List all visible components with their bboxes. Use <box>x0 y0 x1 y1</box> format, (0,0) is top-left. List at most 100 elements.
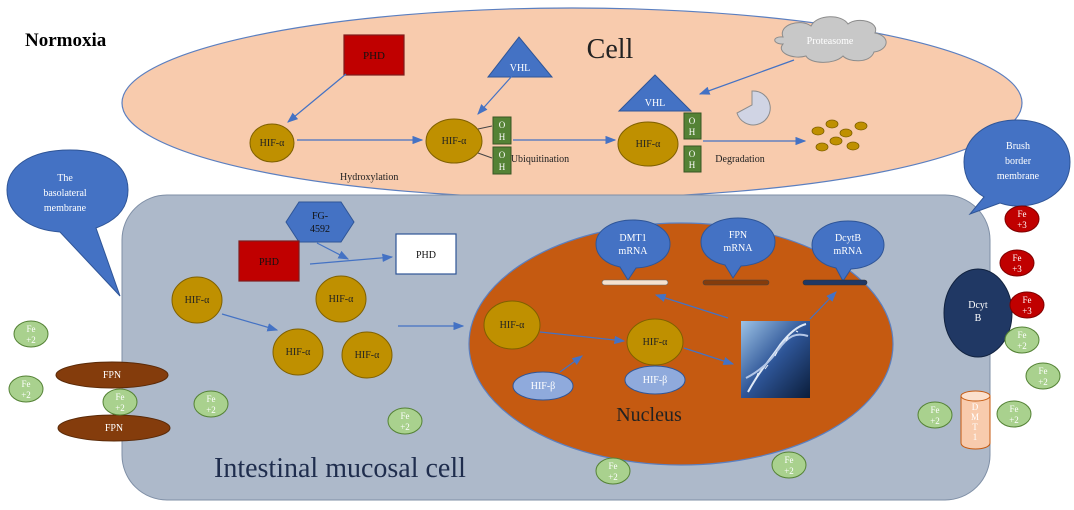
svg-text:+2: +2 <box>1009 415 1019 425</box>
dna-image <box>741 321 810 398</box>
fe2-ion: Fe +2 <box>193 390 229 418</box>
vhl-hif-complex: VHL <box>617 74 693 112</box>
svg-text:HIF-α: HIF-α <box>643 337 668 348</box>
svg-text:H: H <box>689 160 696 170</box>
svg-text:O: O <box>689 149 696 159</box>
fe2-ion: Fe +2 <box>13 320 49 348</box>
svg-text:HIF-α: HIF-α <box>500 320 525 331</box>
svg-text:+2: +2 <box>930 416 940 426</box>
fe3-ion-1: Fe +3 <box>1004 205 1040 233</box>
svg-text:+2: +2 <box>608 472 618 482</box>
svg-text:FPN: FPN <box>105 423 123 434</box>
dcyt-b-transporter: Dcyt B <box>943 268 1013 358</box>
svg-text:Fe: Fe <box>1023 295 1032 305</box>
svg-text:4592: 4592 <box>310 224 330 235</box>
svg-text:Brush: Brush <box>1006 141 1030 152</box>
hif-alpha-nucleus-1: HIF-α <box>483 300 541 350</box>
svg-text:Fe: Fe <box>401 411 410 421</box>
callout-brush-border-membrane: Brush border membrane <box>963 119 1071 216</box>
svg-text:Fe: Fe <box>1018 209 1027 219</box>
svg-text:T: T <box>972 422 978 432</box>
svg-text:H: H <box>689 127 696 137</box>
hif-alpha-label: HIF-α <box>636 139 661 150</box>
svg-text:mRNA: mRNA <box>724 243 754 254</box>
hif-alpha-cyto-1: HIF-α <box>171 276 223 324</box>
svg-text:PHD: PHD <box>416 250 436 261</box>
oh-group-3: O H <box>683 112 702 140</box>
proteasome-cloud: Proteasome <box>774 16 887 63</box>
top-cell-label: Cell <box>587 34 634 65</box>
step-ubiquitination: Ubiquitination <box>511 154 569 165</box>
svg-text:DcytB: DcytB <box>835 233 861 244</box>
svg-text:+3: +3 <box>1012 264 1022 274</box>
complex-vhl-label: VHL <box>645 98 666 109</box>
svg-text:HIF-β: HIF-β <box>643 375 668 386</box>
hif-alpha-cyto-2: HIF-α <box>315 275 367 323</box>
degraded-fragment-shape <box>736 90 771 126</box>
svg-text:+2: +2 <box>21 390 31 400</box>
svg-text:HIF-α: HIF-α <box>286 347 311 358</box>
svg-text:H: H <box>499 162 506 172</box>
step-degradation: Degradation <box>715 154 764 165</box>
svg-text:H: H <box>499 132 506 142</box>
svg-text:HIF-β: HIF-β <box>531 381 556 392</box>
fpn-transporter-1: FPN <box>55 361 169 389</box>
fe2-ion: Fe +2 <box>102 388 138 416</box>
top-arrows <box>287 59 807 146</box>
svg-text:HIF-α: HIF-α <box>355 350 380 361</box>
svg-text:mRNA: mRNA <box>834 246 864 257</box>
fe2-ion: Fe +2 <box>917 401 953 429</box>
hif-alpha-label: HIF-α <box>442 136 467 147</box>
svg-text:Fe: Fe <box>1018 330 1027 340</box>
svg-text:PHD: PHD <box>259 257 279 268</box>
svg-text:border: border <box>1005 156 1032 167</box>
top-vhl-label: VHL <box>510 63 531 74</box>
fpn-mrna-strand <box>702 279 770 286</box>
fe2-ion: Fe +2 <box>595 457 631 485</box>
fg-4592-hexagon: FG- 4592 <box>285 201 355 243</box>
fe2-ion: Fe +2 <box>1025 362 1061 390</box>
phd-box: PHD <box>395 233 457 275</box>
fe2-ion: Fe +2 <box>387 407 423 435</box>
hif-alpha-nucleus-2: HIF-α <box>626 318 684 366</box>
top-phd-box: PHD <box>343 34 405 76</box>
svg-text:FPN: FPN <box>103 370 121 381</box>
mucosal-arrows <box>221 242 837 373</box>
svg-text:Fe: Fe <box>207 394 216 404</box>
phd-inactive-box: PHD <box>238 240 300 282</box>
hif-beta-nucleus-1: HIF-β <box>512 371 574 401</box>
oh-group-1: O H <box>477 116 512 145</box>
svg-text:Fe: Fe <box>785 455 794 465</box>
svg-text:mRNA: mRNA <box>619 246 649 257</box>
hif-alpha-top-2: HIF-α <box>425 118 483 164</box>
svg-text:Fe: Fe <box>609 461 618 471</box>
svg-text:Fe: Fe <box>1013 253 1022 263</box>
fe2-ion: Fe +2 <box>8 375 44 403</box>
svg-text:+3: +3 <box>1017 220 1027 230</box>
svg-text:M: M <box>971 412 979 422</box>
dmt1-transporter: D M T 1 <box>960 390 991 450</box>
svg-text:B: B <box>975 313 982 324</box>
callout-basolateral-membrane: The basolateral membrane <box>6 149 129 297</box>
step-hydroxylation: Hydroxylation <box>340 172 398 183</box>
oh-group-2: O H <box>477 146 512 175</box>
svg-text:+2: +2 <box>784 466 794 476</box>
svg-text:+2: +2 <box>1038 377 1048 387</box>
hif-alpha-top-3: HIF-α <box>617 121 679 167</box>
hif-alpha-cyto-3: HIF-α <box>272 328 324 376</box>
svg-text:Fe: Fe <box>931 405 940 415</box>
oh-group-4: O H <box>683 145 702 173</box>
svg-text:1: 1 <box>973 432 978 442</box>
proteasome-label: Proteasome <box>807 36 854 47</box>
svg-text:Fe: Fe <box>22 379 31 389</box>
svg-text:+2: +2 <box>400 422 410 432</box>
hif-alpha-top-1: HIF-α <box>249 123 295 163</box>
fe2-ion: Fe +2 <box>771 451 807 479</box>
top-vhl-triangle: VHL <box>486 36 554 78</box>
fe2-ion: Fe +2 <box>1004 326 1040 354</box>
svg-text:Fe: Fe <box>116 392 125 402</box>
callout-fpn-mrna: FPN mRNA <box>700 217 776 279</box>
svg-text:membrane: membrane <box>997 171 1040 182</box>
svg-text:+2: +2 <box>1017 341 1027 351</box>
dcytb-mrna-strand <box>802 279 868 286</box>
